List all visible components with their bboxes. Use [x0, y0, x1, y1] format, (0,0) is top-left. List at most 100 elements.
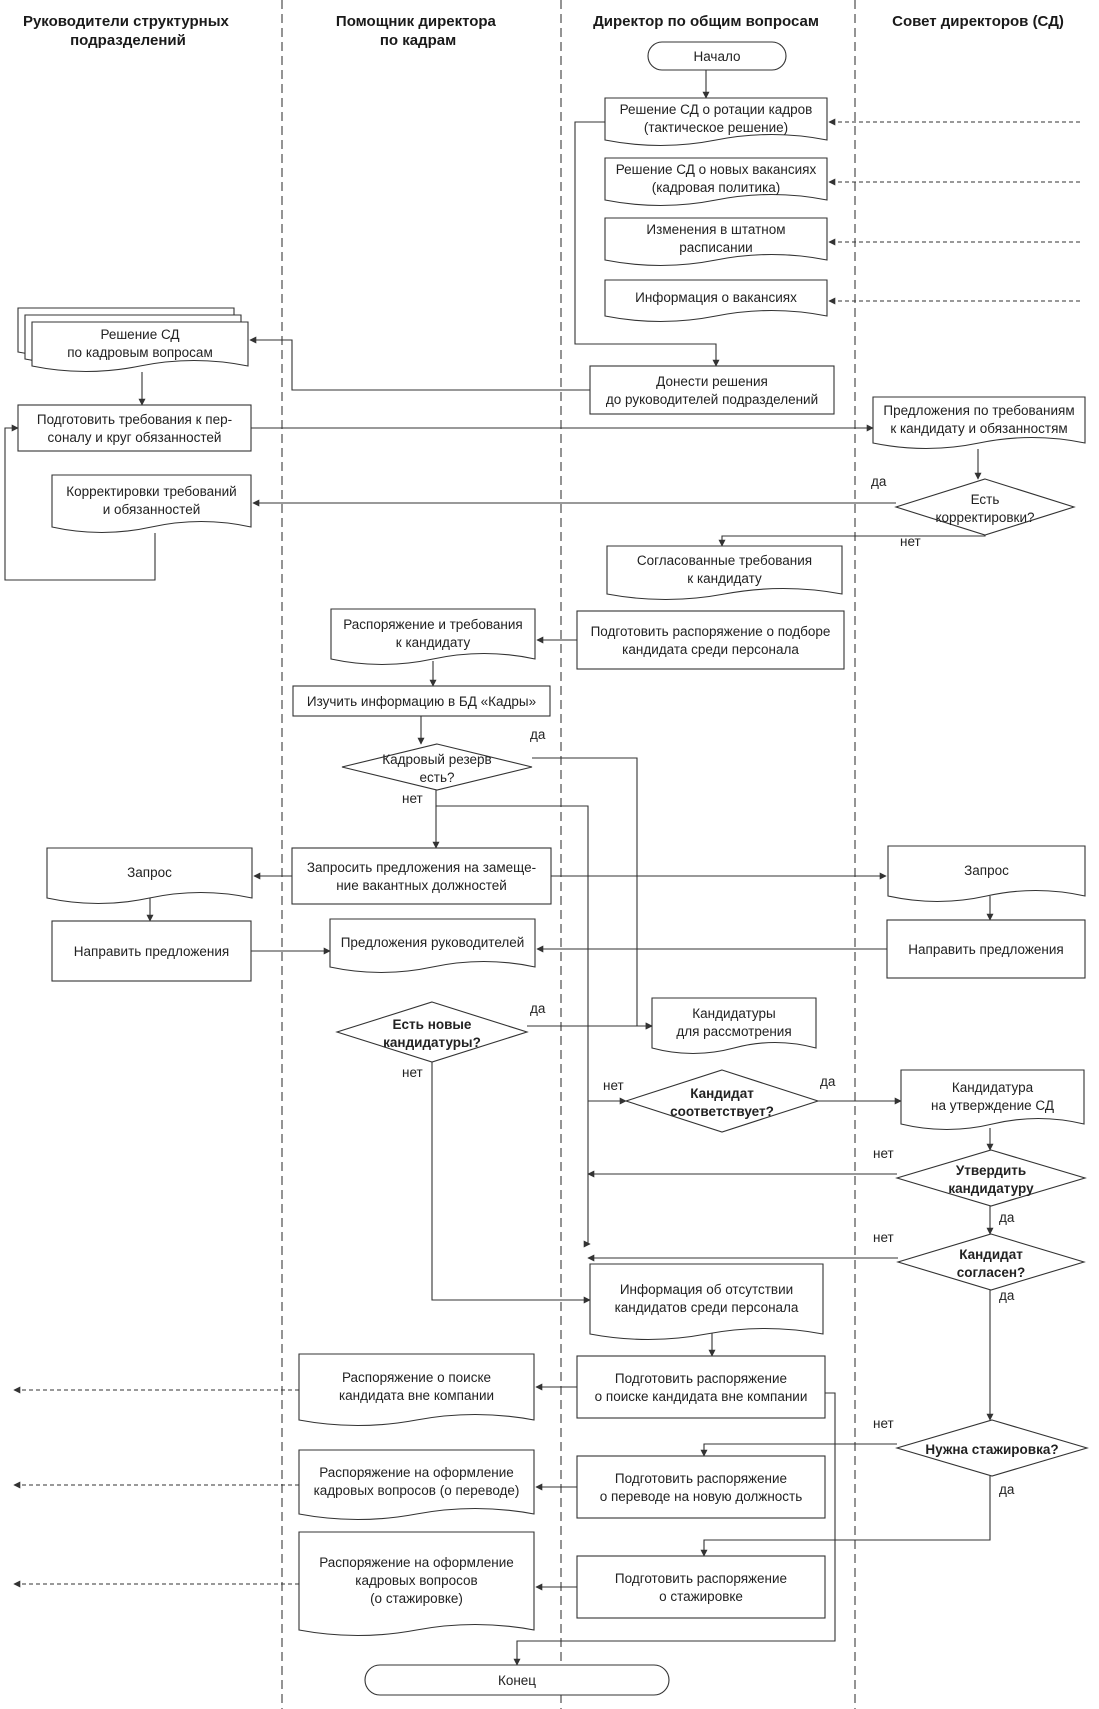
- decision-diamond: [335, 1001, 529, 1063]
- node-text-line: по кадровым вопросам: [67, 345, 212, 360]
- node-text-line: кадровых вопросов (о переводе): [314, 1483, 520, 1498]
- edge-label-yes: да: [871, 474, 887, 489]
- node-text: Направить предложения: [908, 942, 1063, 957]
- connector-12: [4, 424, 156, 581]
- lane-title-hr-assistant: Помощник директора по кадрам: [336, 13, 500, 49]
- connector-7: [249, 336, 590, 391]
- node-text-line: расписании: [679, 240, 752, 255]
- node-text-line: Запрос: [964, 863, 1009, 878]
- node-text-line: к кандидату: [396, 635, 471, 650]
- connector-27: [431, 1062, 591, 1304]
- document-shape: [329, 918, 536, 974]
- node-proc-request-prop: Запросить предложения на замеще-ние вака…: [291, 847, 552, 905]
- node-text-line: Запрос: [127, 865, 172, 880]
- process-box: [17, 404, 252, 452]
- node-text-line: кандидатуру: [948, 1181, 1034, 1196]
- node-text-line: Информация об отсутствии: [620, 1282, 793, 1297]
- node-text: Начало: [693, 49, 740, 64]
- node-text: Распоряжение и требования к кандидату: [343, 617, 523, 650]
- decision-diamond: [624, 1069, 820, 1133]
- node-text-line: кандидата среди персонала: [622, 642, 799, 657]
- node-text: Изучить информацию в БД «Кадры»: [307, 694, 536, 709]
- node-text-line: о поиске кандидата вне компании: [595, 1389, 808, 1404]
- node-text-line: Распоряжение и требования: [343, 617, 523, 632]
- node-proc-send-left: Направить предложения: [51, 920, 252, 982]
- edge-label-yes: да: [530, 727, 546, 742]
- process-box: [576, 610, 845, 670]
- node-text-line: Начало: [693, 49, 740, 64]
- edge-label-yes: да: [999, 1210, 1015, 1225]
- node-text-line: Распоряжение на оформление: [319, 1555, 514, 1570]
- node-text-line: ние вакантных должностей: [336, 878, 507, 893]
- edge-label-no: нет: [873, 1230, 894, 1245]
- node-text-line: Есть новые: [393, 1017, 472, 1032]
- decision-diamond: [895, 1419, 1089, 1477]
- node-text-line: к кандидату: [687, 571, 762, 586]
- node-text: Кадровый резерв есть?: [382, 752, 491, 785]
- process-box: [576, 1455, 826, 1519]
- node-text-line: Согласованные требования: [637, 553, 812, 568]
- edge-label-yes: да: [999, 1482, 1015, 1497]
- node-text-line: для рассмотрения: [676, 1024, 791, 1039]
- node-text-line: кандидатуры?: [383, 1035, 481, 1050]
- edge-label-no: нет: [603, 1078, 624, 1093]
- process-box: [576, 1355, 826, 1419]
- document-shape: [887, 845, 1086, 903]
- document-shape: [330, 608, 536, 666]
- node-text: Решение СД о ротации кадров(тактическое …: [620, 102, 813, 135]
- edge-label-no: нет: [900, 534, 921, 549]
- node-doc-agreed-req: Согласованные требования к кандидату: [606, 545, 843, 601]
- node-text-line: и обязанностей: [103, 502, 201, 517]
- node-text: Запрос: [964, 863, 1009, 878]
- node-proc-prepare-req: Подготовить требования к пер-соналу и кр…: [17, 404, 252, 452]
- node-text-line: Кандидат: [959, 1247, 1023, 1262]
- document-shape: [298, 1449, 535, 1521]
- node-text-line: Предложения по требованиям: [883, 403, 1074, 418]
- edge-label-no: нет: [873, 1416, 894, 1431]
- process-box: [886, 919, 1086, 979]
- node-text-line: есть?: [420, 770, 455, 785]
- document-shape: [298, 1531, 535, 1637]
- node-doc-staff-changes: Изменения в штатном расписании: [604, 217, 828, 267]
- node-text: Предложения руководителей: [341, 935, 525, 950]
- node-text-line: (тактическое решение): [644, 120, 788, 135]
- node-text: Решение СД по кадровым вопросам: [67, 327, 212, 360]
- node-text-line: о переводе на новую должность: [600, 1489, 803, 1504]
- node-text-line: Подготовить требования к пер-: [37, 412, 232, 427]
- node-text-line: Направить предложения: [908, 942, 1063, 957]
- node-proc-prepare-transfer: Подготовить распоряжение о переводе на но…: [576, 1455, 826, 1519]
- decision-diamond: [894, 478, 1076, 536]
- node-text-line: согласен?: [957, 1265, 1026, 1280]
- node-text-line: Изменения в штатном: [646, 222, 785, 237]
- document-shape: [606, 545, 843, 601]
- node-text-line: Решение СД: [100, 327, 179, 342]
- node-text-line: Запросить предложения на замеще-: [307, 860, 536, 875]
- node-doc-vacancy-info: Информация о вакансиях: [604, 279, 828, 323]
- node-text-line: Кадровый резерв: [382, 752, 491, 767]
- node-proc-study-db: Изучить информацию в БД «Кадры»: [292, 685, 551, 717]
- lane-title-general-director: Директор по общим вопросам: [593, 13, 819, 30]
- document-shape: [604, 157, 828, 207]
- node-text-line: Подготовить распоряжение: [615, 1471, 787, 1486]
- process-box: [292, 685, 551, 717]
- document-stack-front: [31, 321, 249, 373]
